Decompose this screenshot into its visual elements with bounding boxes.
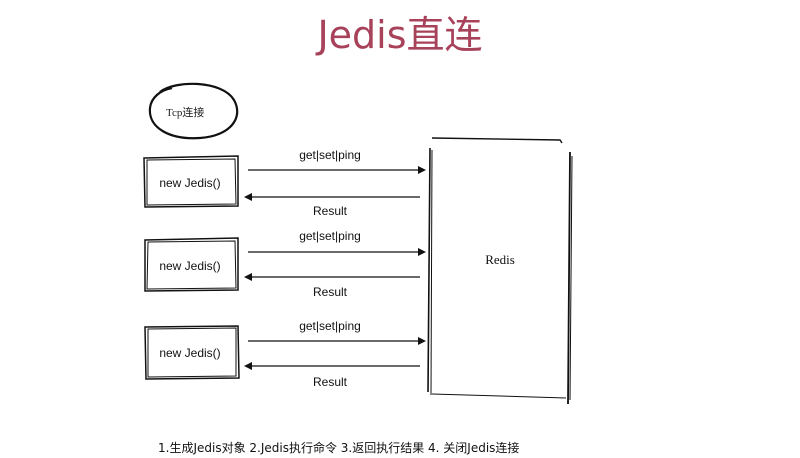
client-label-3: new Jedis()	[159, 346, 221, 360]
client-label-2: new Jedis()	[159, 259, 221, 273]
client-box-1	[143, 155, 239, 208]
result-label-2: Result	[312, 285, 347, 299]
page-title: Jedis直连	[317, 13, 483, 57]
tcp-circle	[148, 82, 239, 140]
command-label-2: get|set|ping	[299, 229, 361, 243]
result-label-1: Result	[312, 204, 347, 218]
client-label-1: new Jedis()	[159, 176, 221, 190]
steps-caption: 1.生成Jedis对象 2.Jedis执行命令 3.返回执行结果 4. 关闭Je…	[158, 441, 520, 455]
request-arrow-3	[248, 337, 426, 345]
tcp-connection-label: Tcp连接	[166, 107, 205, 119]
client-box-3	[144, 325, 240, 380]
client-box-2	[144, 237, 239, 292]
request-arrow-2	[248, 248, 426, 256]
result-label-3: Result	[312, 375, 347, 389]
command-label-3: get|set|ping	[299, 319, 361, 333]
command-label-1: get|set|ping	[299, 148, 361, 162]
redis-server-label: Redis	[485, 252, 515, 267]
response-arrow-2	[244, 273, 420, 281]
redis-box	[427, 137, 573, 405]
request-arrow-1	[248, 166, 426, 174]
response-arrow-1	[244, 193, 420, 201]
response-arrow-3	[244, 362, 420, 370]
